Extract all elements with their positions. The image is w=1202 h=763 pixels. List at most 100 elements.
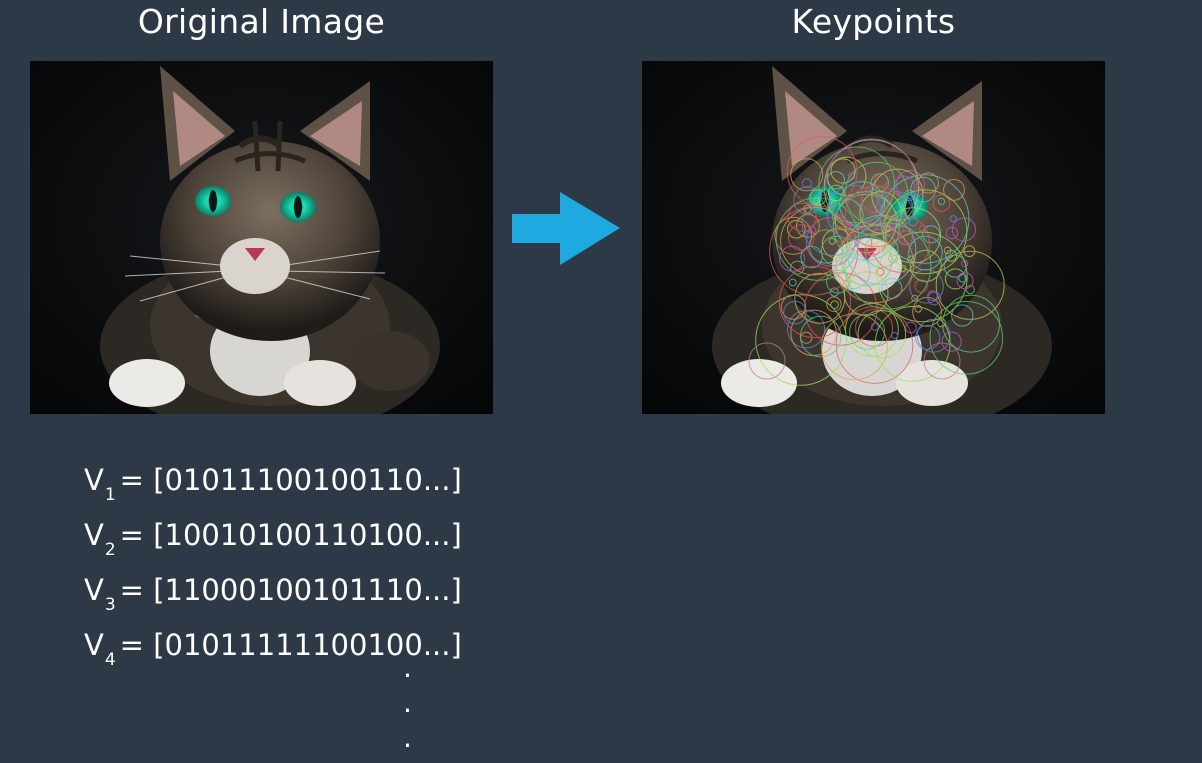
vector-subscript: 2 (104, 540, 116, 560)
keypoint-circle (830, 300, 839, 309)
keypoint-circle (912, 296, 943, 327)
original-cat-image (30, 61, 493, 414)
keypoint-circle (943, 178, 965, 201)
keypoint-circle (917, 172, 939, 194)
keypoint-circle (965, 285, 975, 295)
keypoint-circle (884, 207, 942, 264)
keypoint-circle (748, 342, 786, 380)
keypoint-circle (783, 300, 807, 325)
keypoint-circle (911, 294, 919, 302)
keypoint-circle (780, 207, 849, 276)
keypoint-circle (899, 264, 907, 272)
keypoint-circle (826, 269, 850, 294)
keypoint-circle (809, 189, 827, 206)
keypoint-circle (916, 318, 951, 353)
keypoint-circle (827, 156, 867, 197)
keypoint-circle (799, 315, 842, 358)
keypoint-circle (864, 233, 899, 268)
keypoint-circle (779, 245, 805, 272)
vector-value: = [01011111100100...] (119, 628, 462, 662)
vector-name: V (84, 573, 104, 607)
keypoint-circle (849, 313, 886, 350)
keypoint-circle (826, 296, 842, 312)
keypoint-circle (932, 194, 951, 212)
keypoint-circle (804, 230, 812, 239)
keypoint-circle (780, 294, 807, 320)
keypoint-circle (774, 216, 813, 255)
keypoint-circle (800, 245, 823, 269)
keypoint-circle (891, 332, 899, 339)
keypoint-circle (919, 225, 926, 233)
keypoint-circle (826, 171, 845, 190)
keypoint-circle (818, 146, 896, 224)
keypoint-circle (908, 235, 943, 271)
vector-value: = [11000100101110...] (119, 573, 462, 607)
keypoint-circle (961, 260, 969, 268)
descriptor-vectors: V1= [01011100100110...] V2= [10010100110… (84, 455, 462, 675)
keypoint-circle (875, 240, 888, 253)
continuation-dot: . (403, 686, 412, 719)
original-image-title: Original Image (137, 2, 386, 41)
keypoint-circle (943, 246, 952, 255)
keypoint-circle (821, 313, 888, 381)
keypoint-circle (828, 237, 836, 245)
keypoint-circle (866, 243, 880, 257)
keypoint-circle (793, 186, 822, 215)
keypoint-circle (855, 309, 894, 347)
keypoint-circle (951, 217, 976, 242)
keypoint-circle (844, 278, 852, 286)
keypoint-circle (927, 290, 938, 301)
keypoint-circle (755, 294, 847, 386)
keypoint-circle (857, 310, 907, 359)
keypoint-circle (923, 342, 961, 380)
keypoint-circle (922, 225, 941, 244)
right-arrow-icon (512, 192, 620, 265)
keypoint-circle (942, 294, 1001, 353)
keypoint-circle (875, 190, 914, 229)
keypoint-circle (898, 230, 913, 246)
keypoint-circle (870, 322, 879, 331)
keypoint-circle (909, 249, 942, 282)
keypoint-circle (801, 178, 812, 189)
keypoint-circle (956, 272, 974, 290)
vector-name: V (84, 628, 104, 662)
vector-row-1: V1= [01011100100110...] (84, 455, 462, 510)
keypoint-circle (827, 184, 845, 202)
keypoint-circle (787, 220, 806, 239)
keypoint-circle (958, 273, 968, 283)
keypoint-circle (935, 250, 1005, 320)
keypoint-circle (825, 138, 918, 231)
vector-row-3: V3= [11000100101110...] (84, 565, 462, 620)
keypoint-circle (787, 202, 817, 232)
keypoint-circle (769, 206, 859, 296)
continuation-dot: . (403, 721, 412, 754)
keypoint-circle (944, 268, 966, 290)
keypoint-circle (831, 198, 864, 231)
keypoints-title: Keypoints (791, 2, 956, 41)
vector-row-4: V4= [01011111100100...] (84, 620, 462, 675)
keypoint-circle (937, 197, 946, 205)
vector-name: V (84, 463, 104, 497)
keypoint-circle (876, 267, 885, 276)
vector-value: = [10010100110100...] (119, 518, 462, 552)
keypoint-circle (790, 260, 805, 275)
keypoint-circle (914, 305, 923, 313)
vector-subscript: 3 (104, 595, 116, 615)
continuation-dots: . . . (403, 650, 412, 755)
keypoint-circle (845, 302, 899, 357)
keypoint-circle (893, 175, 916, 198)
keypoint-circle (927, 291, 942, 306)
keypoint-circle (941, 331, 962, 352)
vector-subscript: 1 (104, 485, 116, 505)
keypoint-circle (830, 158, 856, 184)
keypoints-cat-image (642, 61, 1105, 414)
keypoint-circle (949, 215, 957, 223)
keypoint-circle (882, 189, 968, 275)
keypoint-circle (874, 306, 951, 382)
keypoint-circle (808, 226, 817, 235)
vector-row-2: V2= [10010100110100...] (84, 510, 462, 565)
keypoint-circle (859, 191, 902, 234)
keypoint-circle (937, 318, 946, 328)
vector-subscript: 4 (104, 650, 116, 670)
keypoint-circle (835, 224, 915, 304)
